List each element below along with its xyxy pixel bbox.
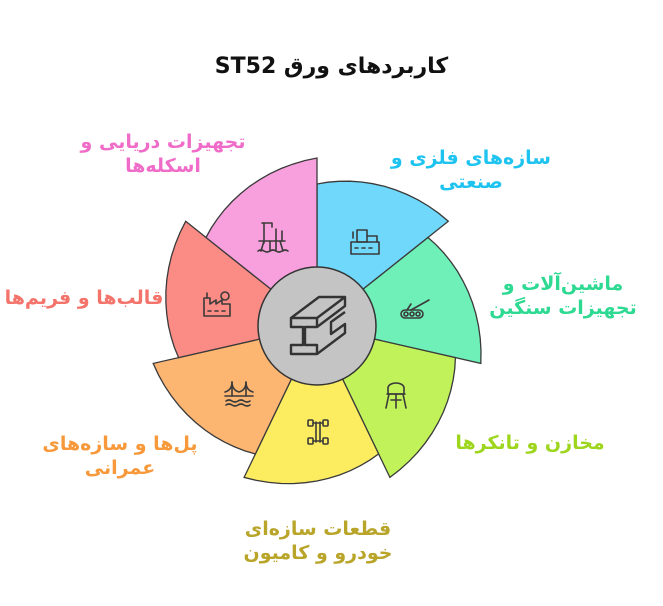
oil-platform-icon — [257, 222, 289, 253]
chassis-icon — [307, 419, 329, 445]
water-tower-icon — [385, 382, 407, 409]
cannon-machine-icon — [400, 299, 430, 319]
bridge-icon — [224, 381, 254, 407]
steel-beam-icon — [289, 295, 347, 356]
factory-icon — [350, 229, 380, 255]
mold-factory-icon — [203, 291, 231, 317]
label-molds: قالب‌ها و فریم‌ها — [4, 287, 164, 309]
label-tanks: مخازن و تانکرها — [455, 432, 605, 454]
diagram-title: کاربردهای ورق ST52 — [214, 54, 449, 79]
